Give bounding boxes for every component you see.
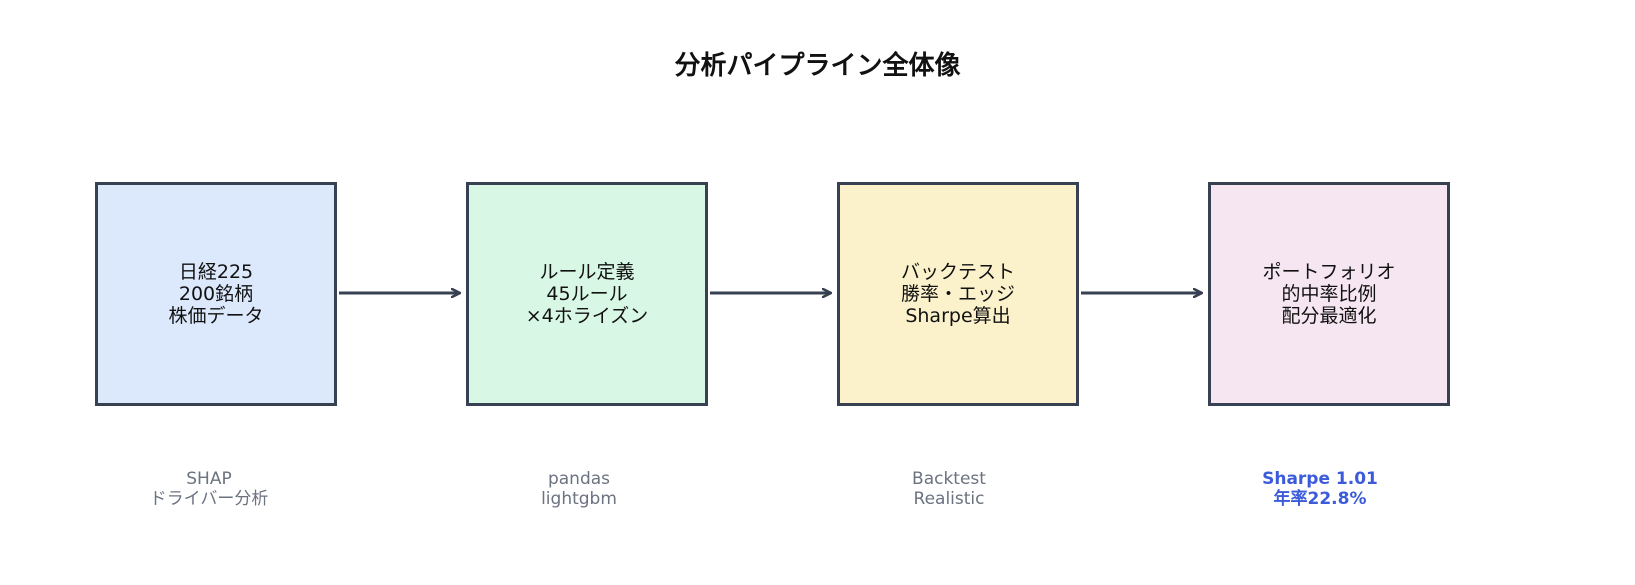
stage-rules-box: ルール定義 45ルール ×4ホライズン xyxy=(466,182,708,406)
caption-backtest: Backtest Realistic xyxy=(828,469,1070,509)
caption-result-metrics: Sharpe 1.01 年率22.8% xyxy=(1199,469,1441,509)
caption-line: lightgbm xyxy=(541,489,617,509)
stage-line: 株価データ xyxy=(168,305,264,327)
stage-line: 配分最適化 xyxy=(1281,305,1377,327)
caption-line: 年率22.8% xyxy=(1273,489,1367,509)
caption-line: SHAP xyxy=(186,469,232,489)
stage-line: ルール定義 xyxy=(539,261,635,283)
caption-line: pandas xyxy=(547,469,611,489)
stage-line: 的中率比例 xyxy=(1281,283,1377,305)
stage-line: Sharpe算出 xyxy=(905,305,1011,327)
stage-line: バックテスト xyxy=(900,261,1015,283)
stage-backtest-box: バックテスト 勝率・エッジ Sharpe算出 xyxy=(837,182,1079,406)
stage-line: ×4ホライズン xyxy=(525,305,649,327)
stage-line: 45ルール xyxy=(546,283,628,305)
stage-portfolio-box: ポートフォリオ 的中率比例 配分最適化 xyxy=(1208,182,1450,406)
caption-shap: SHAP ドライバー分析 xyxy=(88,469,330,509)
caption-line: ドライバー分析 xyxy=(149,489,269,509)
stage-line: ポートフォリオ xyxy=(1262,261,1396,283)
stage-data-box: 日経225 200銘柄 株価データ xyxy=(95,182,337,406)
stage-line: 勝率・エッジ xyxy=(900,283,1015,305)
stage-line: 200銘柄 xyxy=(178,283,254,305)
caption-libraries: pandas lightgbm xyxy=(458,469,700,509)
stage-line: 日経225 xyxy=(178,261,254,283)
diagram-title: 分析パイプライン全体像 xyxy=(674,51,961,81)
caption-line: Realistic xyxy=(913,489,985,509)
caption-line: Backtest xyxy=(912,469,986,489)
caption-line: Sharpe 1.01 xyxy=(1262,469,1378,489)
